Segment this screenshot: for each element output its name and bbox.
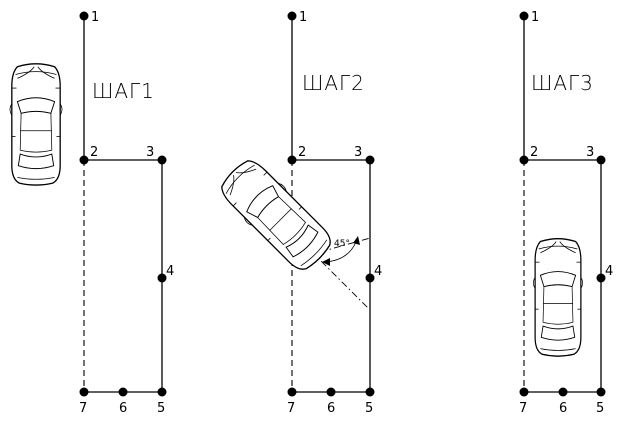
- car-top-view-icon: [9, 63, 63, 186]
- point-7-marker: [519, 387, 529, 397]
- point-3-marker: [157, 155, 167, 165]
- point-6-marker: [558, 387, 568, 397]
- point-7-label: 7: [287, 401, 295, 416]
- car-top-view-icon: [213, 152, 339, 278]
- point-6-marker: [326, 387, 336, 397]
- point-2-label: 2: [298, 145, 306, 160]
- point-3-label: 3: [146, 145, 154, 160]
- point-2-marker: [519, 155, 529, 165]
- point-3-marker: [365, 155, 375, 165]
- point-6-label: 6: [559, 401, 567, 416]
- point-5-marker: [157, 387, 167, 397]
- point-6-marker: [118, 387, 128, 397]
- angle-label: 45°: [334, 239, 350, 249]
- point-1-label: 1: [91, 10, 99, 25]
- point-3-label: 3: [354, 145, 362, 160]
- point-5-marker: [596, 387, 606, 397]
- angle-arrow-left: [322, 258, 330, 266]
- step-1: 1 2 3 4 5 6 7 ШАГ1: [9, 10, 174, 416]
- point-2-label: 2: [90, 145, 98, 160]
- point-2-marker: [79, 155, 89, 165]
- step-1-title: ШАГ1: [92, 79, 155, 103]
- point-5-label: 5: [596, 401, 604, 416]
- point-4-marker: [596, 273, 606, 283]
- point-6-label: 6: [327, 401, 335, 416]
- reference-line: [319, 237, 371, 253]
- point-7-label: 7: [79, 401, 87, 416]
- step-2-title: ШАГ2: [302, 71, 365, 95]
- point-2-label: 2: [530, 145, 538, 160]
- point-7-label: 7: [519, 401, 527, 416]
- point-1-marker: [519, 11, 529, 21]
- car-top-view-icon: [532, 238, 584, 357]
- step-2: 45° 1 2 3 4 5 6 7 ШАГ2: [213, 10, 382, 416]
- point-5-marker: [365, 387, 375, 397]
- point-1-marker: [79, 11, 89, 21]
- point-7-marker: [79, 387, 89, 397]
- point-4-label: 4: [605, 264, 613, 279]
- point-1-marker: [287, 11, 297, 21]
- point-1-label: 1: [299, 10, 307, 25]
- angle-arrow-right: [353, 236, 360, 245]
- point-6-label: 6: [119, 401, 127, 416]
- point-3-label: 3: [586, 145, 594, 160]
- point-5-label: 5: [365, 401, 373, 416]
- point-5-label: 5: [157, 401, 165, 416]
- point-7-marker: [287, 387, 297, 397]
- point-1-label: 1: [531, 10, 539, 25]
- step-3-title: ШАГ3: [531, 71, 594, 95]
- point-4-marker: [157, 273, 167, 283]
- point-4-marker: [365, 273, 375, 283]
- point-2-marker: [287, 155, 297, 165]
- point-3-marker: [596, 155, 606, 165]
- point-4-label: 4: [166, 264, 174, 279]
- point-4-label: 4: [374, 264, 382, 279]
- step-3: 1 2 3 4 5 6 7 ШАГ3: [519, 10, 613, 416]
